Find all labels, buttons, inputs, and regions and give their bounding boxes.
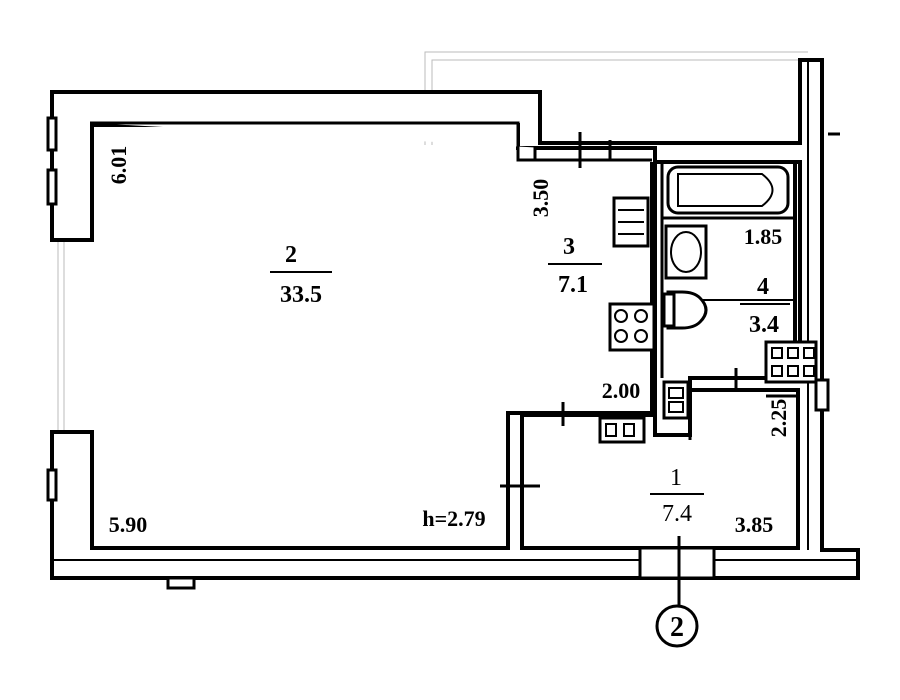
dim-kitchen-width: 2.00: [602, 378, 641, 403]
axis-marker: [655, 604, 699, 648]
room-3-area: 7.1: [558, 272, 588, 298]
dim-bath-width: 1.85: [744, 224, 783, 249]
dim-room2-width: 5.90: [109, 512, 148, 537]
room-2-number: 2: [285, 242, 297, 268]
burner: [634, 329, 648, 343]
dim-ceiling-height: h=2.79: [422, 506, 485, 531]
vent-cell: [605, 423, 617, 437]
dim-hall-width: 3.85: [735, 512, 774, 537]
wall-nub: [46, 468, 58, 502]
bathtub: [666, 165, 790, 215]
axis-marker-label: 2: [670, 612, 684, 643]
burner: [614, 309, 628, 323]
room-4-number: 4: [757, 274, 769, 300]
room-1-number: 1: [670, 465, 682, 491]
toilet: [666, 290, 708, 330]
dim-hall-height: 2.25: [766, 399, 791, 438]
wall-nub: [46, 116, 58, 152]
vent-cell: [771, 347, 783, 359]
room-3-number: 3: [563, 234, 575, 260]
vent-block: [814, 378, 830, 412]
entrance-door: [638, 546, 716, 580]
vent-cell: [623, 423, 635, 437]
vent-cell: [668, 387, 684, 399]
dim-room2-height: 6.01: [106, 146, 131, 185]
vent-cell: [771, 365, 783, 377]
dim-kitchen-height: 3.50: [528, 179, 553, 218]
outer-wall: [50, 58, 860, 580]
bathtub-inner: [677, 173, 774, 207]
vent-cell: [803, 347, 815, 359]
wall-nub: [46, 168, 58, 206]
vent-block: [598, 416, 646, 444]
toilet-tank: [662, 292, 676, 328]
room-2-floor: [90, 121, 545, 162]
sink: [664, 224, 708, 280]
vent-cell: [787, 347, 799, 359]
burner: [634, 309, 648, 323]
vent-cell: [787, 365, 799, 377]
vent-cell: [803, 365, 815, 377]
wall-nub: [166, 576, 196, 590]
burner: [614, 329, 628, 343]
room-4-area: 3.4: [749, 312, 779, 338]
sink-basin: [670, 231, 702, 273]
vent-cell: [668, 401, 684, 413]
room-2-area: 33.5: [280, 282, 322, 308]
room-1-area: 7.4: [662, 501, 692, 527]
